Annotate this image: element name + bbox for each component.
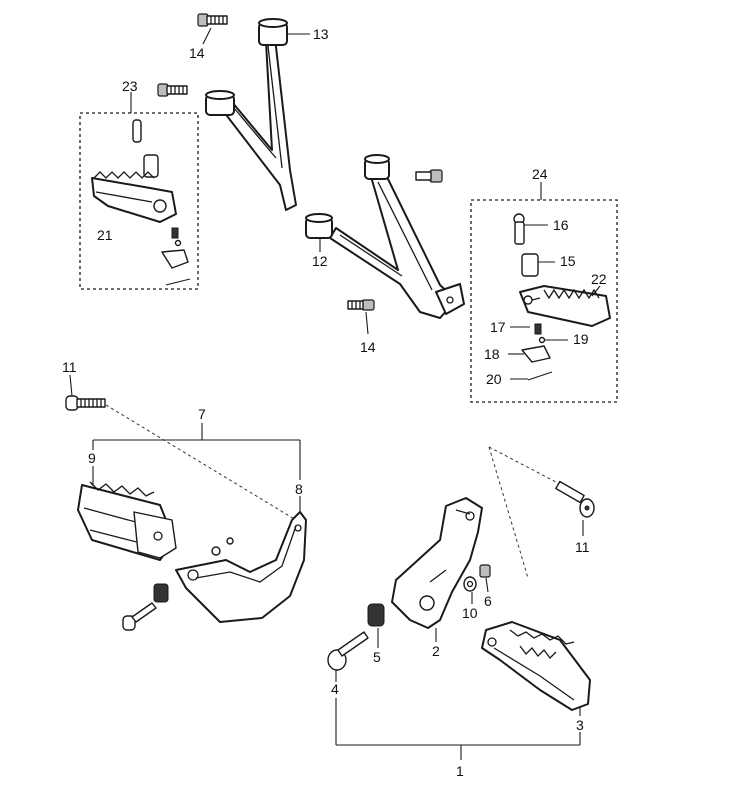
callout-7: 7 — [198, 406, 206, 422]
bracket-8 — [175, 511, 307, 623]
callout-14-lower: 14 — [360, 339, 376, 355]
callout-21: 21 — [97, 227, 113, 243]
peg-21 — [91, 119, 191, 286]
callout-8: 8 — [295, 481, 303, 497]
callout-11-right: 11 — [575, 539, 590, 555]
callout-10: 10 — [462, 605, 478, 621]
nut-6 — [479, 564, 491, 578]
washer-10 — [463, 576, 477, 592]
bolt-14-lower — [347, 299, 375, 311]
callout-20: 20 — [486, 371, 502, 387]
spring-left — [153, 583, 169, 603]
pin-4 — [327, 631, 369, 671]
footpeg-9 — [77, 481, 177, 561]
bolt-14-top — [197, 13, 228, 27]
assembly-box-24 — [470, 199, 618, 403]
assembly-box-23 — [79, 112, 199, 290]
spring-5 — [367, 603, 385, 627]
callout-12: 12 — [312, 253, 328, 269]
callout-18: 18 — [484, 346, 500, 362]
callout-numbers: 14 13 23 21 24 16 15 22 17 19 18 20 12 1… — [62, 26, 607, 779]
footpeg-3 — [481, 621, 591, 711]
callout-16: 16 — [553, 217, 569, 233]
bolt-14-mid — [415, 169, 443, 183]
bracket-13 — [205, 18, 297, 211]
callout-9: 9 — [88, 450, 96, 466]
bolt-11-left — [65, 395, 106, 411]
leader-lines — [69, 27, 601, 760]
callout-6: 6 — [484, 593, 492, 609]
callout-3: 3 — [576, 717, 584, 733]
callout-13: 13 — [313, 26, 329, 42]
callout-22: 22 — [591, 271, 607, 287]
pin-left — [122, 602, 157, 631]
callout-5: 5 — [373, 649, 381, 665]
callout-24: 24 — [532, 166, 548, 182]
callout-19: 19 — [573, 331, 589, 347]
peg-22-assembly — [513, 213, 611, 381]
bracket-2 — [391, 497, 483, 629]
callout-23: 23 — [122, 78, 138, 94]
callout-15: 15 — [560, 253, 576, 269]
callout-11-left: 11 — [62, 359, 77, 375]
callout-14-top: 14 — [189, 45, 205, 61]
bolt-11-right — [555, 480, 595, 518]
callout-1: 1 — [456, 763, 464, 779]
callout-4: 4 — [331, 681, 339, 697]
bracket-12 — [305, 154, 465, 319]
callout-2: 2 — [432, 643, 440, 659]
callout-17: 17 — [490, 319, 506, 335]
bolt-14-left — [157, 83, 188, 97]
